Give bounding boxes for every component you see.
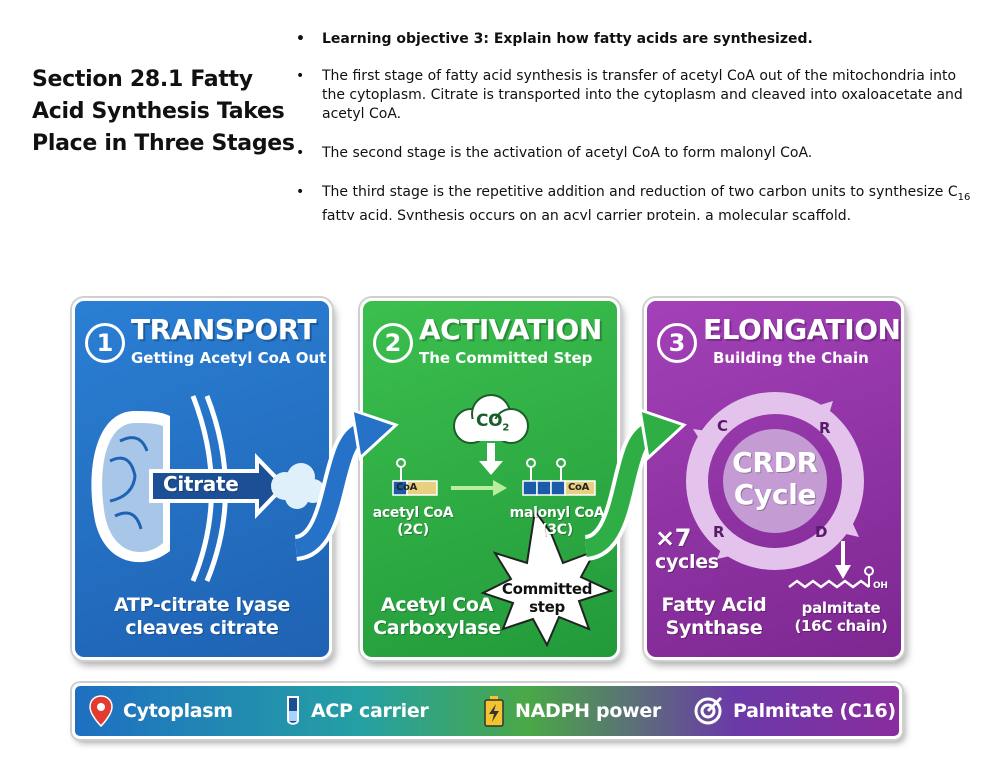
hydroxyl-label: OH <box>873 581 888 591</box>
legend-item-palmitate: Palmitate (C16) <box>693 686 896 736</box>
palmitate-label: palmitate (16C chain) <box>794 599 888 635</box>
footer-line: Fatty Acid <box>661 594 767 616</box>
cycle-letter-r: R <box>713 523 725 541</box>
panel-footer: Acetyl CoA Carboxylase <box>369 594 505 640</box>
footer-line: Synthase <box>665 617 763 639</box>
footer-line: Carboxylase <box>373 617 501 639</box>
malonyl-coa-box: CoA <box>568 482 590 493</box>
legend-bar: Cytoplasm ACP carrier NADPH power Palmit… <box>72 683 902 739</box>
repeat-count: ×7 <box>655 524 692 552</box>
bullet-text: The second stage is the activation of ac… <box>322 145 813 161</box>
co2-cloud-icon <box>453 394 529 444</box>
legend-label: NADPH power <box>515 700 661 722</box>
panel-footer: Fatty Acid Synthase <box>659 594 769 640</box>
panel-subheading: Building the Chain <box>713 349 869 367</box>
mitochondrion-illustration <box>91 395 325 582</box>
legend-item-cytoplasm: Cytoplasm <box>89 686 233 736</box>
palmitate-chain-icon <box>788 579 870 589</box>
slide-title: Section 28.1 Fatty Acid Synthesis Takes … <box>32 67 295 156</box>
step-number: 3 <box>657 323 697 363</box>
cycle-center: CRDR Cycle <box>732 446 818 511</box>
cycle-letter-r: R <box>819 419 831 437</box>
panel-footer: ATP-citrate lyase cleaves citrate <box>75 594 329 640</box>
bullet-stage-1: •The first stage of fatty acid synthesis… <box>296 68 963 122</box>
co2-label: CO2 <box>476 411 509 434</box>
bullet-text: The third stage is the repetitive additi… <box>322 184 971 220</box>
panel-heading: ACTIVATION <box>419 313 602 346</box>
legend-label: Cytoplasm <box>123 700 233 722</box>
cycle-letter-d: D <box>815 523 828 541</box>
footer-line: cleaves citrate <box>125 617 279 639</box>
legend-label: ACP carrier <box>311 700 429 722</box>
activation-illustration <box>392 394 614 648</box>
malonyl-coa-label: malonyl CoA (3C) <box>509 505 605 538</box>
bullet-list: •Learning objective 3: Explain how fatty… <box>284 30 974 240</box>
target-icon <box>694 696 723 725</box>
citrate-label: Citrate <box>163 472 239 496</box>
legend-item-acp: ACP carrier <box>285 686 429 736</box>
legend-label: Palmitate (C16) <box>733 700 896 722</box>
step-number: 2 <box>373 323 413 363</box>
cycle-letter-c: C <box>717 417 728 435</box>
committed-step-label: Committed step <box>501 580 593 616</box>
legend-item-nadph: NADPH power <box>483 686 661 736</box>
bullet-stage-2: •The second stage is the activation of a… <box>296 145 813 161</box>
panel-transport: 1 TRANSPORT Getting Acetyl CoA Out Citra… <box>72 298 332 660</box>
acetyl-coa-label: acetyl CoA (2C) <box>372 505 454 538</box>
panel-heading: ELONGATION <box>703 313 901 346</box>
panel-activation: 2 ACTIVATION The Committed Step CoA Co <box>360 298 620 660</box>
test-tube-icon <box>287 696 299 725</box>
repeat-label: cycles <box>655 551 719 573</box>
panel-elongation: 3 ELONGATION Building the Chain C R D R … <box>644 298 904 660</box>
bullet-text: The first stage of fatty acid synthesis … <box>322 68 963 122</box>
step-number: 1 <box>85 323 125 363</box>
bullet-stage-3: •The third stage is the repetitive addit… <box>284 183 974 220</box>
panel-subheading: Getting Acetyl CoA Out <box>131 349 327 367</box>
bullet-text: Learning objective 3: Explain how fatty … <box>322 31 813 47</box>
map-pin-icon <box>89 695 113 727</box>
committed-burst-icon <box>480 508 614 648</box>
footer-line: Acetyl CoA <box>380 594 494 616</box>
acetyl-coa-box: CoA <box>396 482 418 493</box>
footer-line: ATP-citrate lyase <box>113 594 291 616</box>
battery-bolt-icon <box>484 696 504 727</box>
crdr-cycle-illustration <box>686 392 874 589</box>
panel-subheading: The Committed Step <box>419 349 593 367</box>
bullet-objective: •Learning objective 3: Explain how fatty… <box>296 31 813 47</box>
panel-heading: TRANSPORT <box>131 313 317 346</box>
